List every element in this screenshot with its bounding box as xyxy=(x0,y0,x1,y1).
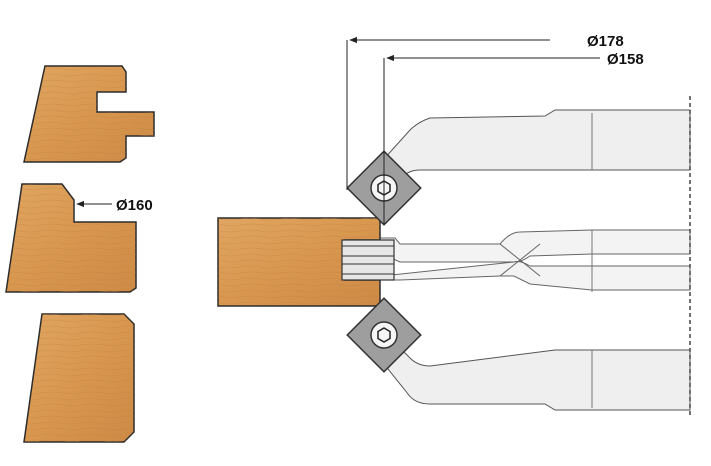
rebate-profile xyxy=(5,183,137,293)
tongue-profile xyxy=(23,65,155,163)
dimension-160: Ø160 xyxy=(76,197,153,214)
center-tool-tip xyxy=(341,239,395,281)
lower-screw-icon xyxy=(370,321,398,349)
lower-insert xyxy=(346,297,422,373)
dimension-160-label: Ø160 xyxy=(116,197,153,214)
center-shaft xyxy=(344,229,691,292)
dimension-158: Ø158 xyxy=(383,51,644,224)
chamfer-profile xyxy=(23,313,135,443)
dimension-178-label: Ø178 xyxy=(587,33,624,50)
dimension-178: Ø178 xyxy=(346,33,624,190)
dimension-158-label: Ø158 xyxy=(607,51,644,68)
lower-arm xyxy=(367,337,691,411)
